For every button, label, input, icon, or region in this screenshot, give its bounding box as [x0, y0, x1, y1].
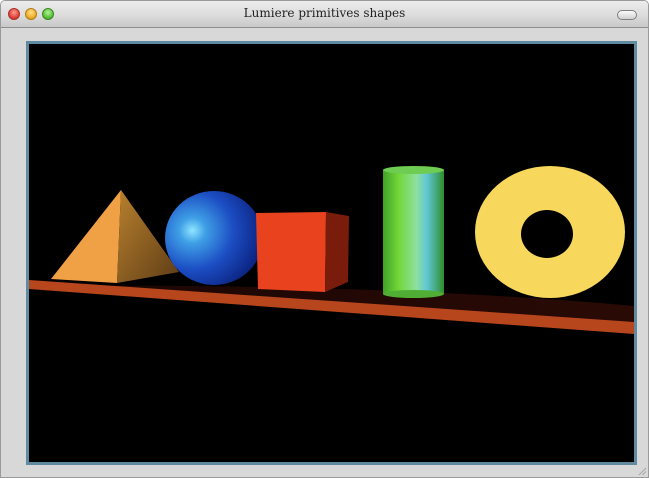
sphere-shape [165, 191, 263, 285]
cylinder-shape [383, 166, 444, 298]
cube-shape [256, 212, 349, 292]
close-button[interactable] [8, 8, 20, 20]
title-bar[interactable]: Lumiere primitives shapes [1, 1, 648, 28]
zoom-button[interactable] [42, 8, 54, 20]
resize-grip[interactable] [636, 465, 646, 475]
window-content [1, 28, 648, 477]
pyramid-shape [51, 190, 179, 283]
gl-scene[interactable] [29, 44, 634, 462]
toolbar-toggle-button[interactable] [617, 10, 637, 20]
ground-plane [29, 280, 634, 334]
window-title: Lumiere primitives shapes [243, 6, 406, 20]
minimize-button[interactable] [25, 8, 37, 20]
gl-canvas-frame[interactable] [26, 41, 637, 465]
torus-shape [475, 166, 625, 298]
